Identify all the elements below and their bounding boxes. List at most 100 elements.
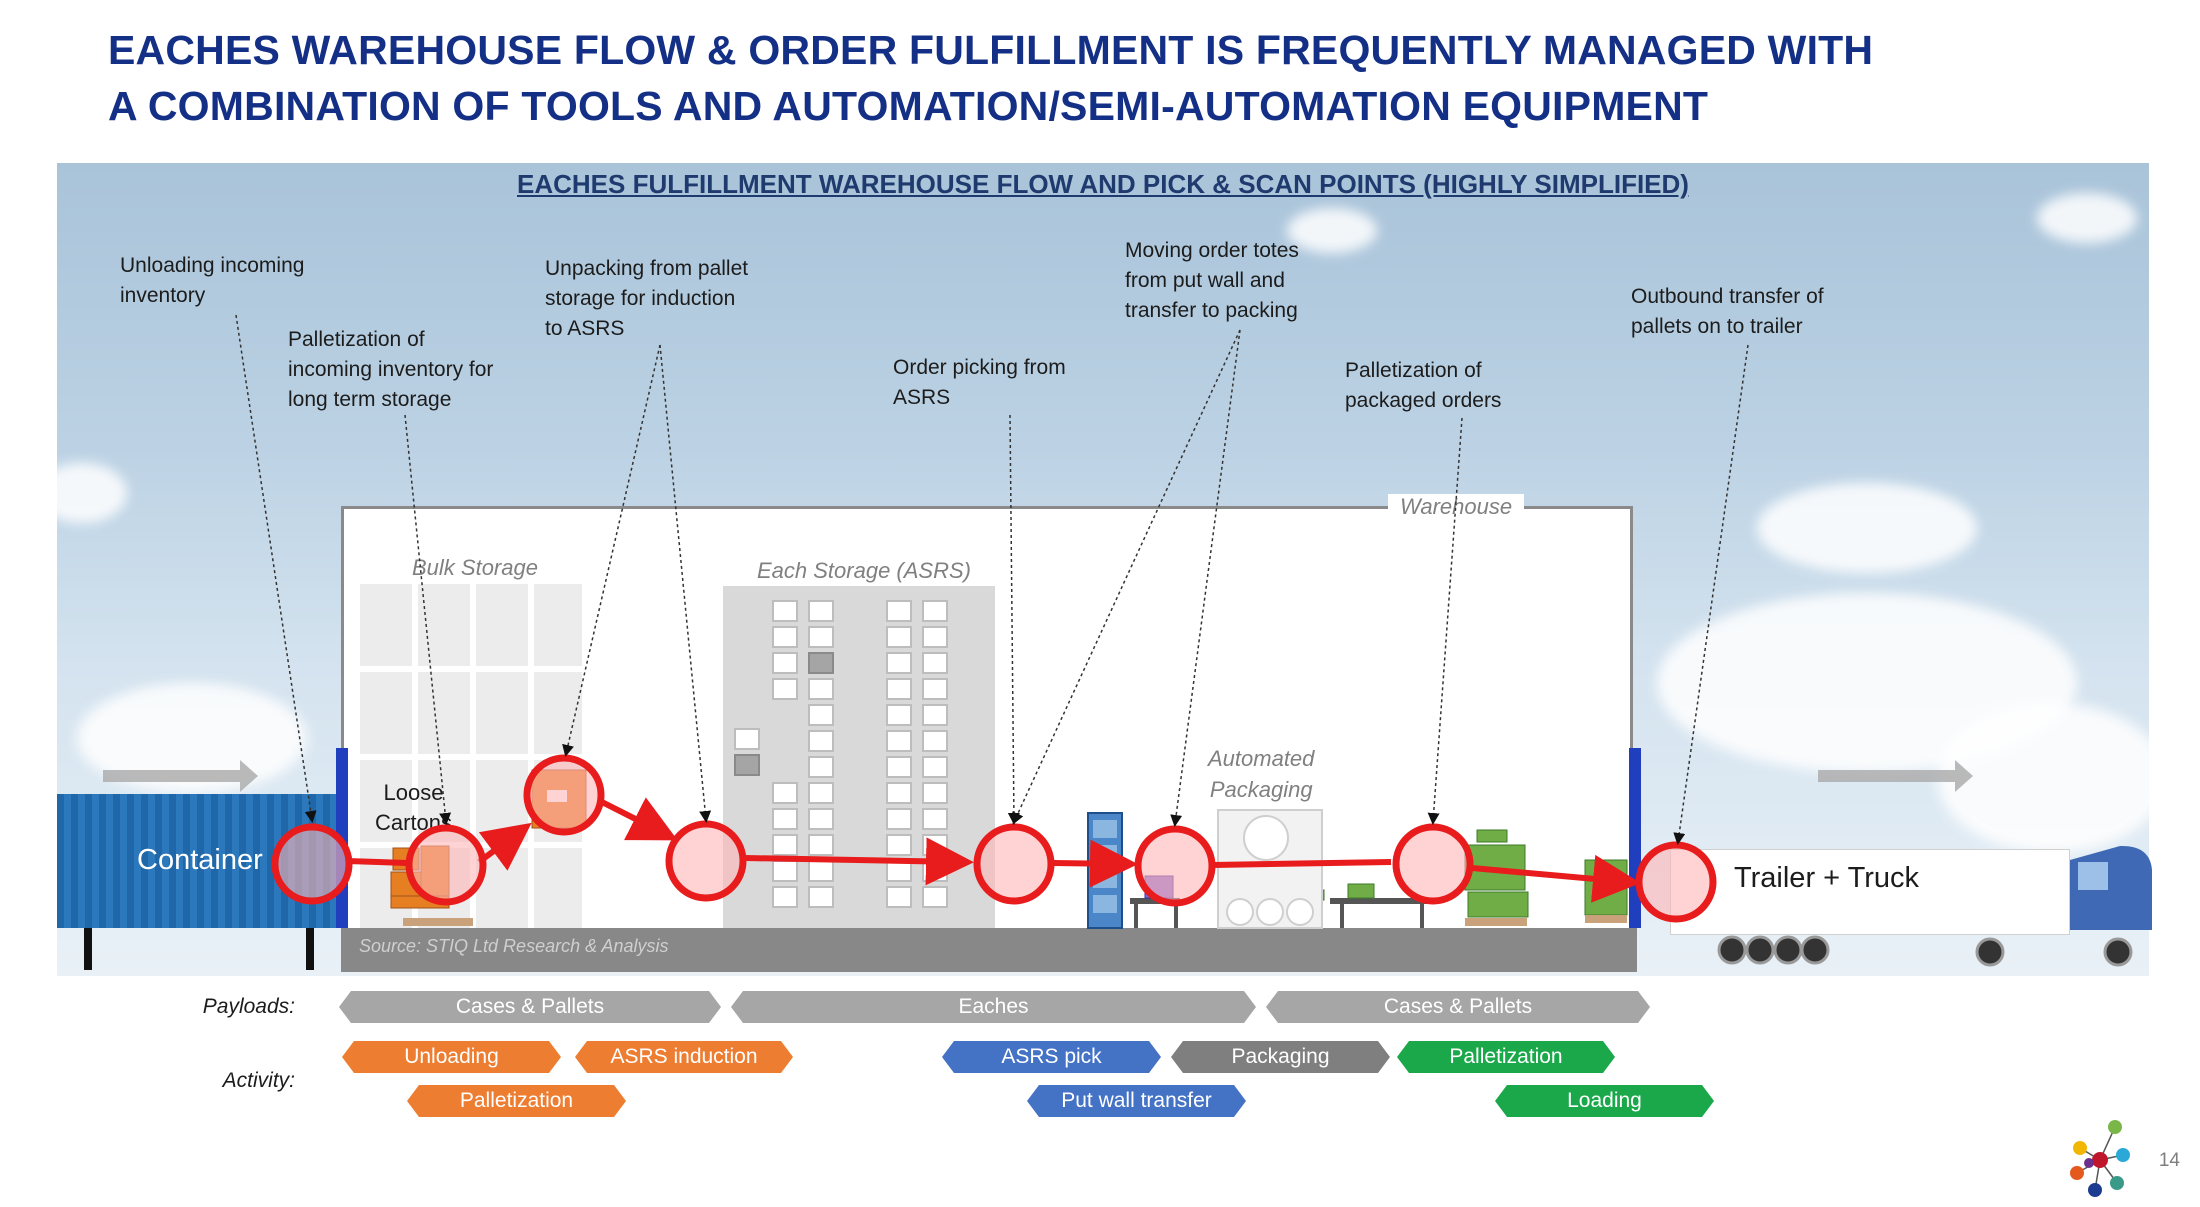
outbound-direction-arrow: [1818, 760, 1973, 792]
callout-line: inventory: [120, 284, 206, 307]
scan-point-asrs-pick: [973, 823, 1055, 905]
asrs-bin: [886, 704, 912, 726]
container-leg: [84, 928, 92, 970]
asrs-bin: [886, 782, 912, 804]
activity-loading: Loading: [1495, 1085, 1714, 1117]
container-label: Container: [137, 844, 263, 876]
asrs-bin: [808, 886, 834, 908]
asrs-bin: [922, 886, 948, 908]
source-note: Source: STIQ Ltd Research & Analysis: [359, 936, 669, 956]
activity-palletization-in: Palletization: [407, 1085, 626, 1117]
asrs-bin: [922, 652, 948, 674]
truck-wheels: [1717, 935, 2133, 967]
callout-line: transfer to packing: [1125, 299, 1298, 322]
asrs-bin: [886, 652, 912, 674]
asrs-bin: [922, 782, 948, 804]
scan-point-raised-pallet: [523, 754, 605, 836]
asrs-bin: [808, 600, 834, 622]
callout-line: Outbound transfer of: [1631, 285, 1824, 308]
asrs-bin: [772, 808, 798, 830]
automated-packaging-machine: [1217, 809, 1323, 929]
activity-packaging: Packaging: [1171, 1041, 1390, 1073]
asrs-bin: [886, 756, 912, 778]
callout-line: Unloading incoming: [120, 254, 305, 277]
asrs-bin: [772, 886, 798, 908]
truck-cab: [2070, 845, 2152, 930]
callout-palletization-in: Palletization of incoming inventory for …: [288, 325, 493, 415]
callout-palletization-out: Palletization of packaged orders: [1345, 356, 1501, 416]
asrs-bin: [808, 730, 834, 752]
asrs-bin: [886, 730, 912, 752]
callout-line: Palletization of: [1345, 359, 1482, 382]
callout-line: ASRS: [893, 386, 951, 409]
warehouse-floor: Source: STIQ Ltd Research & Analysis: [341, 928, 1637, 972]
asrs-bin: [922, 600, 948, 622]
callout-line: Order picking from: [893, 356, 1066, 379]
payload-eaches: Eaches: [731, 991, 1256, 1023]
asrs-bin: [772, 678, 798, 700]
put-wall-rack: [1087, 812, 1123, 929]
activity-unloading: Unloading: [342, 1041, 561, 1073]
callout-moving-totes: Moving order totes from put wall and tra…: [1125, 236, 1299, 326]
asrs-bin: [772, 626, 798, 648]
callout-unpacking: Unpacking from pallet storage for induct…: [545, 254, 748, 344]
scan-point-palletization-in: [405, 824, 487, 906]
inbound-direction-arrow: [103, 760, 258, 792]
trailer: Trailer + Truck: [1670, 849, 2070, 935]
asrs-bin: [734, 754, 760, 776]
container-leg: [306, 928, 314, 970]
asrs-bin: [772, 600, 798, 622]
asrs-bin: [922, 756, 948, 778]
activity-asrs-pick: ASRS pick: [942, 1041, 1161, 1073]
scan-point-loading: [1635, 841, 1717, 923]
callout-line: to ASRS: [545, 317, 625, 340]
asrs-bin: [886, 600, 912, 622]
asrs-bin: [886, 834, 912, 856]
callout-unloading: Unloading incoming inventory: [120, 251, 304, 311]
asrs-bin: [922, 730, 948, 752]
asrs-bin: [808, 704, 834, 726]
asrs-bin: [922, 626, 948, 648]
asrs-bin: [922, 808, 948, 830]
callout-line: Unpacking from pallet: [545, 257, 749, 280]
cloud-decoration: [57, 463, 127, 523]
asrs-bin: [922, 678, 948, 700]
asrs-bin: [772, 834, 798, 856]
callout-line: pallets on to trailer: [1631, 315, 1803, 338]
callout-line: Palletization of: [288, 328, 425, 351]
scan-point-asrs-induction: [665, 820, 747, 902]
company-logo-icon: [2070, 1120, 2130, 1197]
slide-title-line-1: EACHES WAREHOUSE FLOW & ORDER FULFILLMEN…: [108, 27, 1874, 73]
diagram-subtitle: EACHES FULFILLMENT WAREHOUSE FLOW AND PI…: [517, 169, 1689, 199]
leader-lines: [235, 314, 1749, 845]
page-number: 14: [2158, 1150, 2180, 1171]
asrs-bin: [886, 626, 912, 648]
callout-line: storage for induction: [545, 287, 736, 310]
bulk-storage-label: Bulk Storage: [412, 555, 538, 580]
each-storage-label: Each Storage (ASRS): [757, 558, 971, 583]
asrs-bin: [808, 626, 834, 648]
asrs-bin: [808, 652, 834, 674]
cloud-decoration: [1757, 483, 1977, 573]
asrs-bin: [808, 808, 834, 830]
trailer-label: Trailer + Truck: [1734, 862, 1920, 894]
warehouse-label: Warehouse: [1388, 494, 1525, 520]
scan-point-unloading: [271, 823, 353, 905]
callout-line: incoming inventory for: [288, 358, 494, 381]
payloads-row-label: Payloads:: [202, 995, 295, 1018]
scan-point-put-wall: [1134, 825, 1216, 907]
activity-row-label: Activity:: [222, 1069, 295, 1092]
asrs-bin: [772, 782, 798, 804]
scan-points: [271, 754, 1717, 923]
cloud-decoration: [1937, 703, 2149, 853]
label-line: Packaging: [1209, 777, 1313, 802]
asrs-bin: [808, 756, 834, 778]
cloud-decoration: [2037, 193, 2137, 243]
flow-path: [346, 797, 1641, 903]
payload-cases-pallets-inbound: Cases & Pallets: [339, 991, 721, 1023]
scan-point-palletization-out: [1392, 823, 1474, 905]
asrs-bin: [808, 834, 834, 856]
asrs-bin: [886, 678, 912, 700]
asrs-bin: [808, 678, 834, 700]
